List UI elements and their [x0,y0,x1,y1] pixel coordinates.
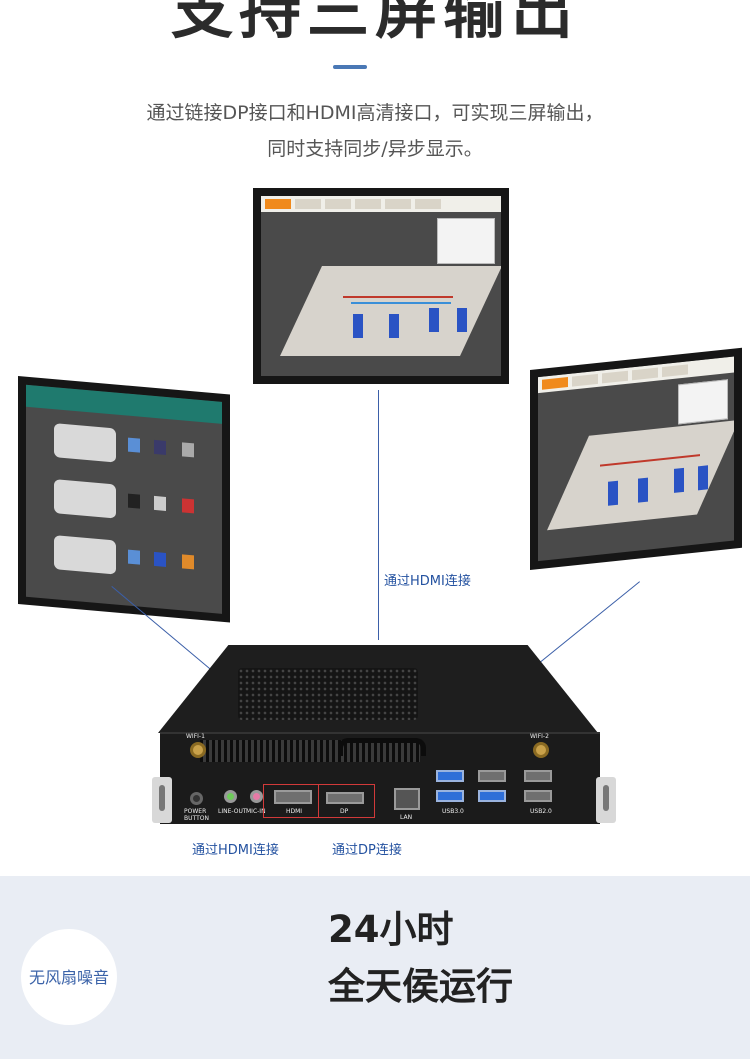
mounting-bracket-left [152,777,172,823]
wifi-2-label: WIFI-2 [530,733,549,740]
power-button [190,792,203,805]
center-connection-line [378,390,379,640]
app-toolbar [261,196,501,212]
wifi-2-antenna-connector [533,742,549,758]
badge-circle [21,929,117,1025]
info-panel [678,379,728,425]
dashboard-header [26,384,222,424]
lan-port [394,788,420,810]
usb3-port [436,790,464,802]
headline-line-1: 24小时 [328,908,454,951]
usb2-label: USB2.0 [530,808,552,815]
page-title: 支持三屏输出 [170,0,579,47]
power-button-label: POWER BUTTON [184,808,209,822]
feature-footer [0,876,750,1059]
top-vent [238,668,418,720]
description-line-2: 同时支持同步/异步显示。 [267,138,483,160]
description-line-1: 通过链接DP接口和HDMI高清接口，可实现三屏输出， [146,102,604,124]
hdmi-center-caption: 通过HDMI连接 [384,574,471,589]
heatsink-fins [200,740,420,762]
left-monitor-screen [26,384,222,614]
info-panel [437,218,495,264]
carry-handle [338,738,426,756]
center-monitor [253,188,509,384]
usb3-port [478,790,506,802]
wifi-1-label: WIFI-1 [186,733,205,740]
mic-in-label: MIC-IN [246,808,266,815]
title-divider [333,65,367,69]
line-out-label: LINE-OUT [218,808,247,815]
hdmi-highlight-box [263,784,319,818]
center-monitor-screen [261,196,501,376]
hdmi-port [274,790,312,804]
usb2-port [524,790,552,802]
usb2-port [524,770,552,782]
right-monitor-screen [538,356,734,562]
hdmi-bottom-caption: 通过HDMI连接 [192,843,279,858]
left-monitor [18,376,230,623]
dp-port-label: DP [340,808,349,815]
line-out-jack [224,790,237,803]
right-monitor [530,347,742,570]
mounting-bracket-right [596,777,616,823]
mic-in-jack [250,790,263,803]
dp-port [326,792,364,804]
usb3-label: USB3.0 [442,808,464,815]
headline-line-2: 全天侯运行 [328,965,513,1008]
hdmi-port-label: HDMI [286,808,303,815]
usb2-port [478,770,506,782]
dp-bottom-caption: 通过DP连接 [332,843,402,858]
floor-plan [280,266,501,356]
usb3-port [436,770,464,782]
dp-highlight-box [318,784,375,818]
badge-label: 无风扇噪音 [28,968,109,987]
wifi-1-antenna-connector [190,742,206,758]
lan-port-label: LAN [400,814,413,821]
